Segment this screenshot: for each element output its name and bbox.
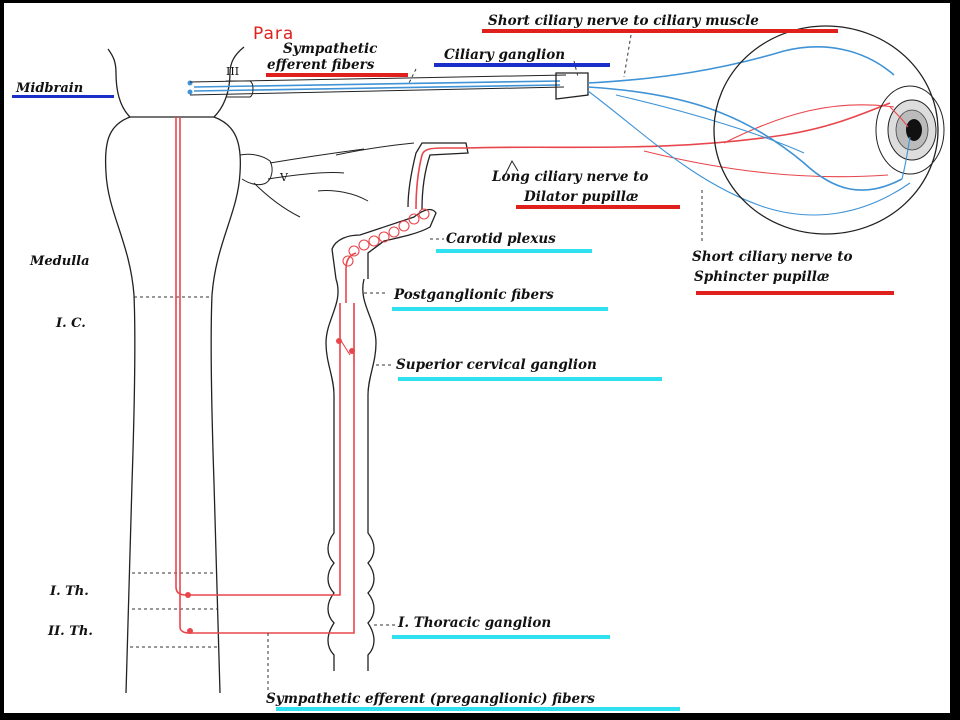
underline-postganglionic xyxy=(392,307,608,311)
sympathetic-trunk xyxy=(325,142,469,671)
highlight-underlines xyxy=(12,29,894,711)
underline-carotid-plexus xyxy=(436,249,592,253)
label-long-ciliary-line2: Dilator pupillæ xyxy=(523,189,638,205)
autonomic-eye-diagram: Para Midbrain III V Sympathetic efferent… xyxy=(12,13,945,711)
slide: Para Midbrain III V Sympathetic efferent… xyxy=(4,3,950,713)
label-superior-cervical: Superior cervical ganglion xyxy=(396,357,597,373)
handwritten-para-annotation: Para xyxy=(253,24,294,44)
label-ciliary-ganglion: Ciliary ganglion xyxy=(444,47,565,63)
underline-short-ciliary-muscle xyxy=(482,29,838,33)
oculomotor-nucleus xyxy=(187,89,193,95)
label-postganglionic: Postganglionic fibers xyxy=(393,287,554,303)
underline-thoracic-ganglion xyxy=(392,635,610,639)
underline-superior-cervical xyxy=(398,377,662,381)
underline-midbrain xyxy=(12,95,114,98)
eye xyxy=(713,25,945,235)
ganglion-cell xyxy=(349,348,355,354)
oculomotor-nucleus xyxy=(187,80,193,86)
ganglion-cell xyxy=(336,338,342,344)
underline-sphincter xyxy=(696,291,894,295)
underline-sympathetic xyxy=(266,73,408,77)
brainstem-outline xyxy=(104,46,245,694)
trigeminal-nerve-stump xyxy=(239,142,415,218)
label-midbrain: Midbrain xyxy=(15,81,83,96)
carotid-plexus-coils xyxy=(342,208,430,267)
pupil xyxy=(906,119,922,141)
cell-body-i-th xyxy=(185,592,191,598)
label-short-ciliary-muscle: Short ciliary nerve to ciliary muscle xyxy=(488,13,759,29)
label-nerve-iii: III xyxy=(226,65,239,78)
label-preganglionic: Sympathetic efferent (preganglionic) fib… xyxy=(266,691,595,707)
underline-ciliary-ganglion xyxy=(434,63,610,67)
label-nerve-v: V xyxy=(279,171,289,184)
label-medulla: Medulla xyxy=(29,254,90,269)
label-sympathetic-line2: efferent fibers xyxy=(267,57,375,73)
sympathetic-pathway xyxy=(175,102,895,634)
label-sympathetic-line1: Sympathetic xyxy=(283,41,377,57)
label-short-sphincter-line1: Short ciliary nerve to xyxy=(692,249,853,265)
label-thoracic-ganglion: I. Thoracic ganglion xyxy=(397,615,551,631)
label-ic: I. C. xyxy=(55,316,86,331)
label-short-sphincter-line2: Sphincter pupillæ xyxy=(694,269,829,285)
cell-body-ii-th xyxy=(187,628,193,634)
label-i-th: I. Th. xyxy=(49,584,89,599)
label-ii-th: II. Th. xyxy=(47,624,93,639)
label-long-ciliary-line1: Long ciliary nerve to xyxy=(491,169,648,185)
parasympathetic-pathway xyxy=(187,46,911,216)
underline-dilator xyxy=(516,205,680,209)
label-carotid-plexus: Carotid plexus xyxy=(446,231,556,247)
underline-preganglionic xyxy=(276,707,680,711)
